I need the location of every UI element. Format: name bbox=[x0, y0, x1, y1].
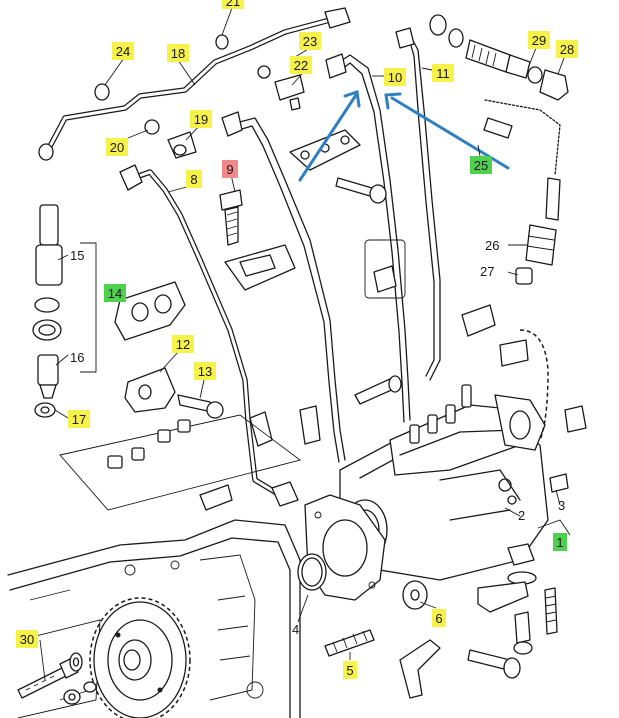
label-4: 4 bbox=[292, 622, 299, 637]
fitting-row bbox=[59, 375, 402, 511]
return-fittings bbox=[429, 14, 569, 285]
callout-28: 28 bbox=[556, 40, 578, 58]
callout-1: 1 bbox=[553, 533, 567, 551]
bracket-14 bbox=[80, 242, 97, 373]
svg-text:24: 24 bbox=[116, 44, 130, 59]
bolt-30 bbox=[17, 652, 97, 705]
svg-text:14: 14 bbox=[108, 286, 122, 301]
callout-badges: 1 5 6 8 9 10 11 12 bbox=[16, 0, 578, 679]
svg-text:25: 25 bbox=[474, 158, 488, 173]
label-27: 27 bbox=[480, 264, 494, 279]
label-3: 3 bbox=[558, 498, 565, 513]
svg-text:22: 22 bbox=[294, 58, 308, 73]
label-2: 2 bbox=[518, 508, 525, 523]
label-26: 26 bbox=[485, 238, 499, 253]
injector-pipes bbox=[45, 17, 561, 498]
callout-14: 14 bbox=[104, 284, 126, 302]
pipe-clamp-10 bbox=[289, 129, 361, 171]
callout-30: 30 bbox=[16, 630, 38, 648]
svg-text:28: 28 bbox=[560, 42, 574, 57]
label-16: 16 bbox=[70, 350, 84, 365]
bracket-assembly-9 bbox=[219, 189, 296, 291]
svg-text:6: 6 bbox=[435, 611, 442, 626]
svg-text:1: 1 bbox=[556, 535, 563, 550]
svg-text:18: 18 bbox=[171, 46, 185, 61]
svg-text:17: 17 bbox=[72, 412, 86, 427]
clamp-parts bbox=[114, 281, 224, 419]
svg-text:21: 21 bbox=[226, 0, 240, 9]
svg-text:29: 29 bbox=[532, 33, 546, 48]
callout-29: 29 bbox=[528, 31, 550, 49]
callout-11: 11 bbox=[432, 64, 454, 82]
callout-24: 24 bbox=[112, 42, 134, 60]
callout-5: 5 bbox=[343, 661, 357, 679]
top-small-parts bbox=[94, 34, 305, 159]
svg-text:10: 10 bbox=[388, 70, 402, 85]
callout-10: 10 bbox=[384, 68, 406, 86]
svg-text:12: 12 bbox=[176, 337, 190, 352]
callout-20: 20 bbox=[106, 138, 128, 156]
svg-text:30: 30 bbox=[20, 632, 34, 647]
callout-13: 13 bbox=[194, 362, 216, 380]
timing-gear bbox=[89, 597, 191, 718]
callout-12: 12 bbox=[172, 335, 194, 353]
plain-labels: 2 3 4 15 16 26 27 bbox=[70, 238, 565, 637]
clamp-bolt bbox=[335, 177, 387, 204]
svg-text:5: 5 bbox=[346, 663, 353, 678]
callout-8: 8 bbox=[186, 170, 202, 188]
svg-text:19: 19 bbox=[194, 112, 208, 127]
callout-25: 25 bbox=[470, 156, 492, 174]
svg-text:13: 13 bbox=[198, 364, 212, 379]
callout-22: 22 bbox=[290, 56, 312, 74]
callout-18: 18 bbox=[167, 44, 189, 62]
callout-23: 23 bbox=[299, 32, 321, 50]
pipe-fittings bbox=[38, 7, 415, 507]
inset-detail bbox=[364, 239, 406, 299]
svg-text:23: 23 bbox=[303, 34, 317, 49]
callout-6: 6 bbox=[432, 609, 446, 627]
callout-9: 9 bbox=[222, 160, 238, 178]
callout-17: 17 bbox=[68, 410, 90, 428]
svg-text:8: 8 bbox=[190, 172, 197, 187]
callout-19: 19 bbox=[190, 110, 212, 128]
svg-text:9: 9 bbox=[226, 162, 233, 177]
pump-small-parts bbox=[324, 304, 587, 699]
svg-text:20: 20 bbox=[110, 140, 124, 155]
svg-text:11: 11 bbox=[436, 66, 450, 81]
label-15: 15 bbox=[70, 248, 84, 263]
callout-21: 21 bbox=[222, 0, 244, 9]
injector-assembly-14 bbox=[32, 204, 63, 418]
